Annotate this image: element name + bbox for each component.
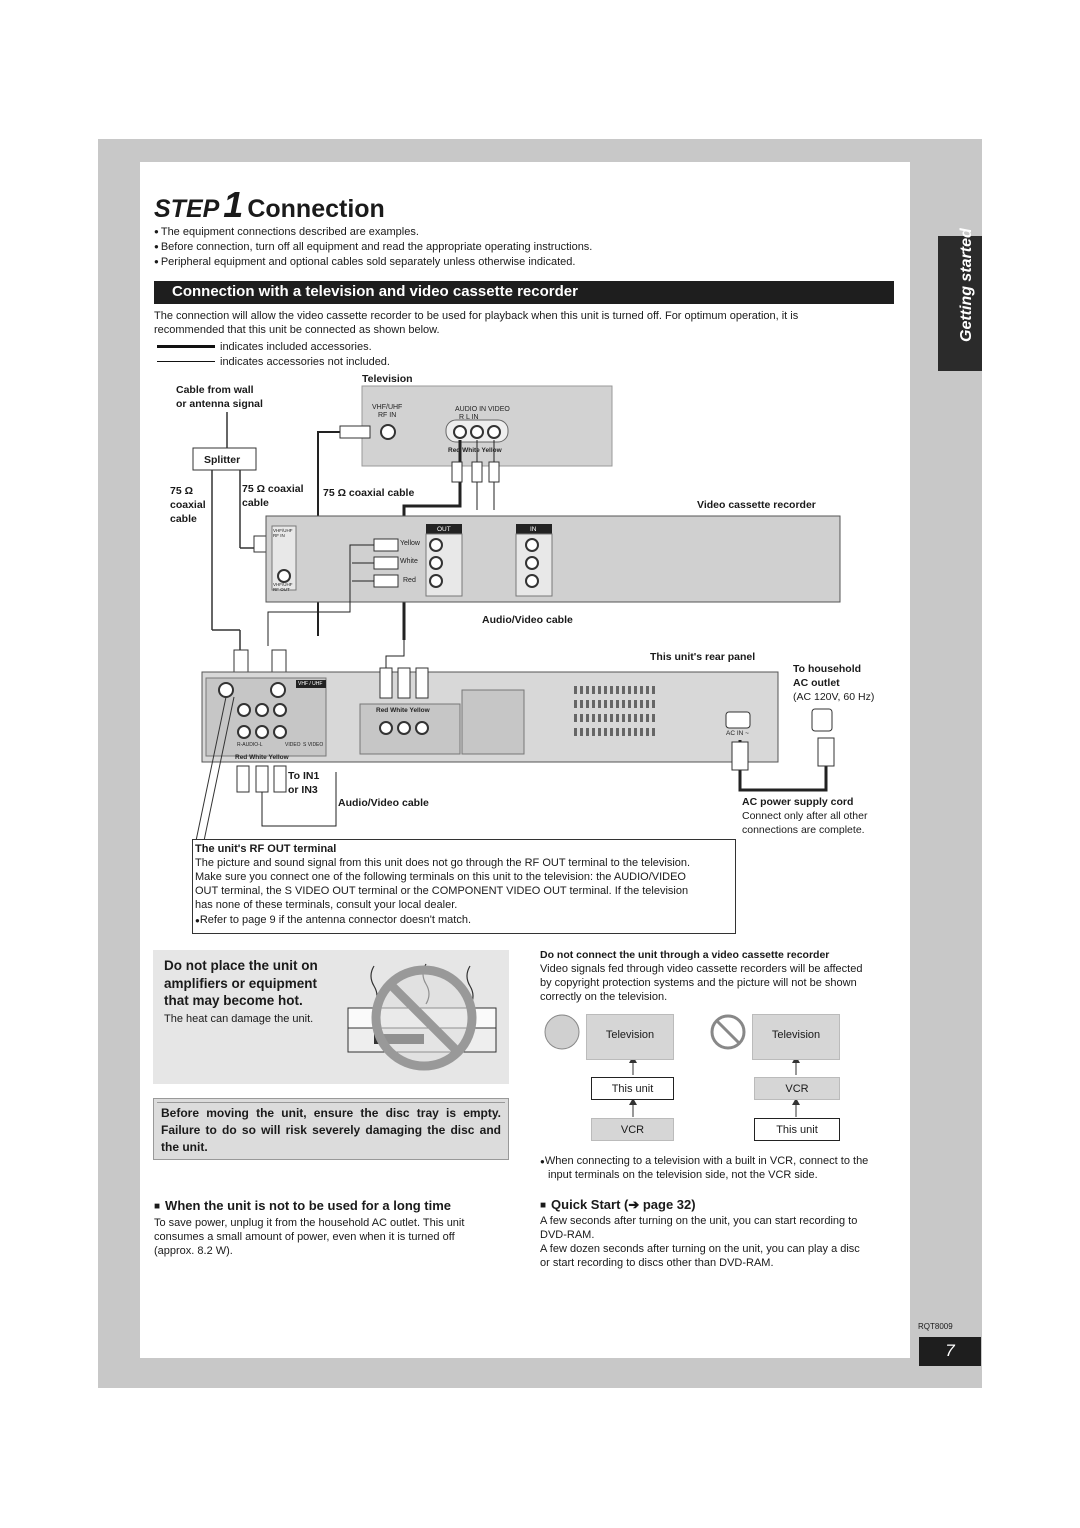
heat-heading: Do not place the unit on amplifiers or e… (164, 958, 318, 1008)
label-coax-mid-1: 75 Ω coaxial (242, 483, 304, 495)
label-coax-mid-2: cable (242, 497, 269, 509)
vcr-flow-diagram (544, 1014, 800, 1117)
ac-in-label: AC IN ~ (726, 730, 749, 737)
title-text: Connection (247, 195, 385, 223)
quick-start-text: DVD-RAM. (540, 1229, 595, 1241)
good-this-unit-box: This unit (591, 1077, 674, 1100)
section-heading: Connection with a television and video c… (154, 281, 894, 304)
label-television: Television (362, 373, 413, 385)
unit-colors-top: Red White Yellow (376, 707, 430, 714)
label-to-household: To household (793, 663, 862, 675)
legend-thin-line (157, 361, 215, 362)
vcr-red-label: Red (403, 577, 416, 584)
legend-thick-line (157, 345, 215, 348)
vcr-yellow-label: Yellow (400, 540, 420, 547)
vcr-note-bullet-2: input terminals on the television side, … (548, 1169, 818, 1181)
vcr-note-text: correctly on the television. (540, 991, 668, 1003)
rf-out-note: The unit's RF OUT terminal The picture a… (192, 839, 736, 934)
heat-sub: The heat can damage the unit. (164, 1013, 314, 1025)
long-time-heading: ■When the unit is not to be used for a l… (154, 1198, 452, 1213)
vcr-in-label: IN (530, 526, 537, 533)
connection-diagram (192, 385, 841, 840)
rf-note-heading: The unit's RF OUT terminal (195, 843, 337, 855)
unit-svideo-label: S VIDEO (303, 742, 324, 748)
label-coax-tv: 75 Ω coaxial cable (323, 487, 415, 499)
tv-rf-label-1: VHF/UHF (372, 404, 403, 411)
intro-line-1: The connection will allow the video cass… (154, 310, 799, 322)
label-cable-left: cable (170, 513, 197, 525)
page-number: 7 (919, 1337, 981, 1366)
legend-included: indicates included accessories. (220, 341, 372, 353)
label-power-note-2: connections are complete. (742, 824, 865, 836)
quick-start-text: or start recording to discs other than D… (540, 1257, 774, 1269)
bullet-item: Before connection, turn off all equipmen… (154, 241, 593, 253)
label-av-cable-top: Audio/Video cable (482, 614, 573, 626)
bullet-item: The equipment connections described are … (154, 226, 419, 238)
label-ac-spec: (AC 120V, 60 Hz) (793, 691, 875, 703)
intro-line-2: recommended that this unit be connected … (154, 324, 440, 336)
quick-start-heading: ■Quick Start (➔ page 32) (540, 1197, 696, 1212)
label-vcr: Video cassette recorder (697, 499, 816, 511)
rf-note-bullet: ●Refer to page 9 if the antenna connecto… (195, 914, 472, 926)
good-vcr-box: VCR (591, 1118, 674, 1141)
legend-not-included: indicates accessories not included. (220, 356, 390, 368)
label-ac-outlet: AC outlet (793, 677, 840, 689)
vcr-white-label: White (400, 558, 418, 565)
label-power-cord: AC power supply cord (742, 796, 854, 808)
title-step-number: 1 (223, 184, 244, 225)
label-rear-panel: This unit's rear panel (650, 651, 756, 663)
label-ohm-left: 75 Ω (170, 485, 194, 497)
label-coaxial-left: coaxial (170, 499, 206, 511)
long-time-text: consumes a small amount of power, even w… (154, 1231, 455, 1243)
label-cable-wall-1: Cable from wall (176, 384, 254, 396)
vcr-rf-out-label: VHF/UHF RF OUT (273, 582, 293, 592)
unit-vhf-label: VHF / UHF (298, 681, 323, 687)
label-splitter: Splitter (204, 454, 241, 466)
document-code: RQT8009 (918, 1322, 953, 1331)
quick-start-text: A few seconds after turning on the unit,… (540, 1215, 858, 1227)
unit-colors-bottom: Red White Yellow (235, 754, 289, 761)
title-step-word: STEP (154, 195, 220, 223)
label-or-in3: or IN3 (288, 784, 318, 796)
quick-start-text: A few dozen seconds after turning on the… (540, 1243, 860, 1255)
long-time-text: (approx. 8.2 W). (154, 1245, 233, 1257)
rf-note-line: The picture and sound signal from this u… (195, 857, 691, 869)
rf-note-line: has none of these terminals, consult you… (195, 899, 458, 911)
side-tab: Getting started (938, 228, 982, 371)
vcr-note-text: Video signals fed through video cassette… (540, 963, 863, 975)
bad-this-unit-box: This unit (754, 1118, 840, 1141)
no-heat-illustration (347, 963, 497, 1071)
tv-av-label-1: AUDIO IN VIDEO (455, 406, 510, 413)
bad-vcr-box: VCR (754, 1077, 840, 1100)
vcr-note-text: by copyright protection systems and the … (540, 977, 857, 989)
vcr-out-label: OUT (437, 526, 451, 533)
tv-colors-label: Red White Yellow (448, 447, 502, 454)
vcr-note-heading: Do not connect the unit through a video … (540, 949, 830, 961)
good-television-box: Television (586, 1014, 674, 1060)
tv-rf-label-2: RF IN (378, 412, 397, 419)
rf-note-line: OUT terminal, the S VIDEO OUT terminal o… (195, 885, 689, 897)
label-av-cable-bottom: Audio/Video cable (338, 797, 429, 809)
label-to-in1: To IN1 (288, 770, 320, 782)
bad-television-box: Television (752, 1014, 840, 1060)
unit-video-label: VIDEO (285, 742, 301, 748)
bullet-item: Peripheral equipment and optional cables… (154, 256, 576, 268)
rf-note-line: Make sure you connect one of the followi… (195, 871, 686, 883)
label-cable-wall-2: or antenna signal (176, 398, 263, 410)
vcr-note-bullet-1: ●When connecting to a television with a … (540, 1155, 869, 1167)
tv-av-label-2: R L IN (459, 414, 479, 421)
disc-tray-warning: Before moving the unit, ensure the disc … (153, 1098, 509, 1160)
label-power-note-1: Connect only after all other (742, 810, 868, 822)
long-time-text: To save power, unplug it from the househ… (154, 1217, 465, 1229)
vcr-rf-in-label: VHF/UHF RF IN (273, 528, 293, 538)
unit-audio-label: R-AUDIO-L (237, 742, 263, 748)
